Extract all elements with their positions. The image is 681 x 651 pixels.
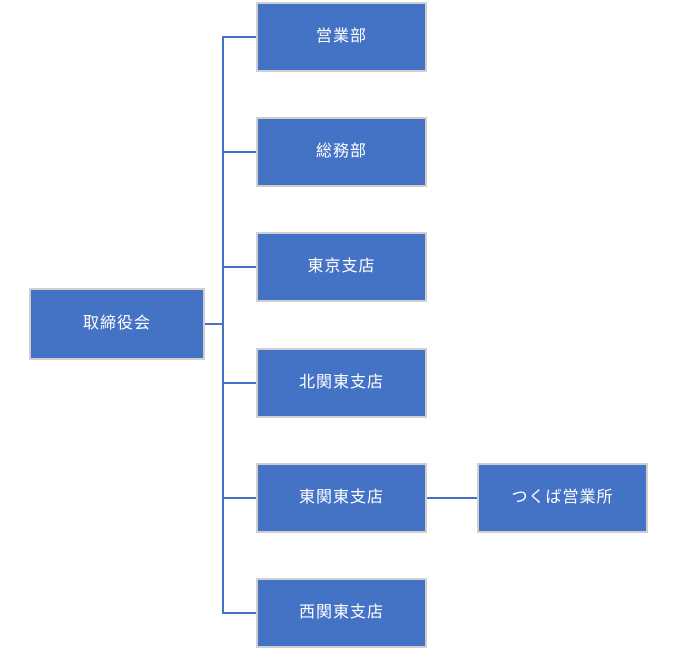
connector-branch-general-affairs (222, 151, 256, 153)
org-node-general-affairs: 総務部 (256, 117, 427, 187)
org-node-nishi-kanto-branch: 西関東支店 (256, 578, 427, 648)
org-node-kita-kanto-branch: 北関東支店 (256, 348, 427, 418)
org-node-sales: 営業部 (256, 2, 427, 72)
connector-trunk (222, 36, 224, 614)
connector-branch-kita-kanto (222, 382, 256, 384)
org-node-tokyo-branch: 東京支店 (256, 232, 427, 302)
connector-branch-tokyo (222, 266, 256, 268)
connector-branch-higashi-kanto (222, 497, 256, 499)
org-node-board: 取締役会 (29, 288, 205, 360)
org-node-higashi-kanto-branch: 東関東支店 (256, 463, 427, 533)
connector-higashi-kanto-to-tsukuba (427, 497, 477, 499)
connector-branch-sales (222, 36, 256, 38)
connector-branch-nishi-kanto (222, 612, 256, 614)
connector-root-to-trunk (205, 323, 224, 325)
org-node-tsukuba-office: つくば営業所 (477, 463, 648, 533)
